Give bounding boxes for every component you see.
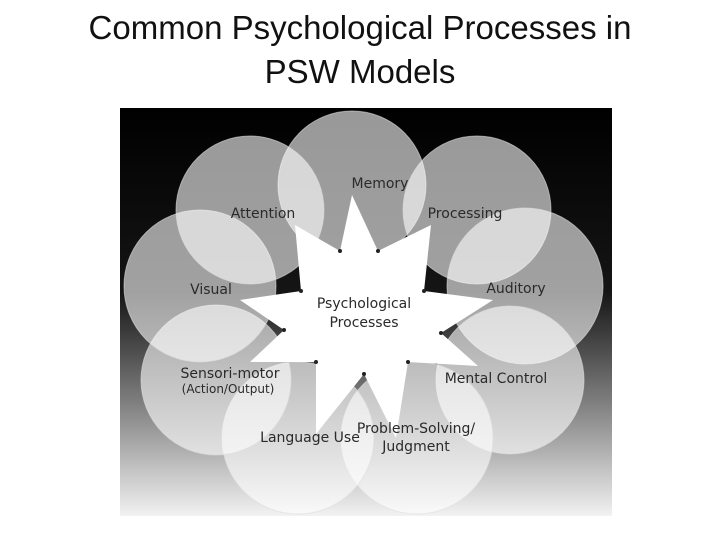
visual-label: Visual	[190, 282, 232, 298]
problem-solving-label-line-1: Problem-Solving/	[357, 421, 476, 437]
slide-title-line-2: PSW Models	[264, 53, 456, 90]
memory-label: Memory	[352, 176, 409, 192]
sensori-motor-label-line-1: Sensori-motor	[181, 366, 280, 382]
slide-title: Common Psychological Processes in PSW Mo…	[0, 6, 720, 94]
mental-control-label: Mental Control	[445, 371, 548, 387]
petal-circles	[123, 110, 604, 515]
language-use-label: Language Use	[260, 430, 360, 446]
diagram-svg: Psychological Processes Memory Processin…	[120, 108, 612, 516]
center-star	[240, 195, 493, 438]
psychological-processes-diagram: Psychological Processes Memory Processin…	[120, 108, 612, 516]
slide-title-line-1: Common Psychological Processes in	[88, 9, 632, 46]
star-vertex-dots	[282, 249, 443, 376]
center-label-line-2: Processes	[329, 315, 398, 331]
auditory-label: Auditory	[486, 281, 545, 297]
attention-label: Attention	[231, 206, 296, 222]
problem-solving-label-line-2: Judgment	[381, 439, 450, 455]
processing-label: Processing	[428, 206, 503, 222]
attention-circle	[175, 135, 325, 285]
center-label-line-1: Psychological	[317, 296, 411, 312]
sensori-motor-label-line-2: (Action/Output)	[182, 382, 275, 396]
